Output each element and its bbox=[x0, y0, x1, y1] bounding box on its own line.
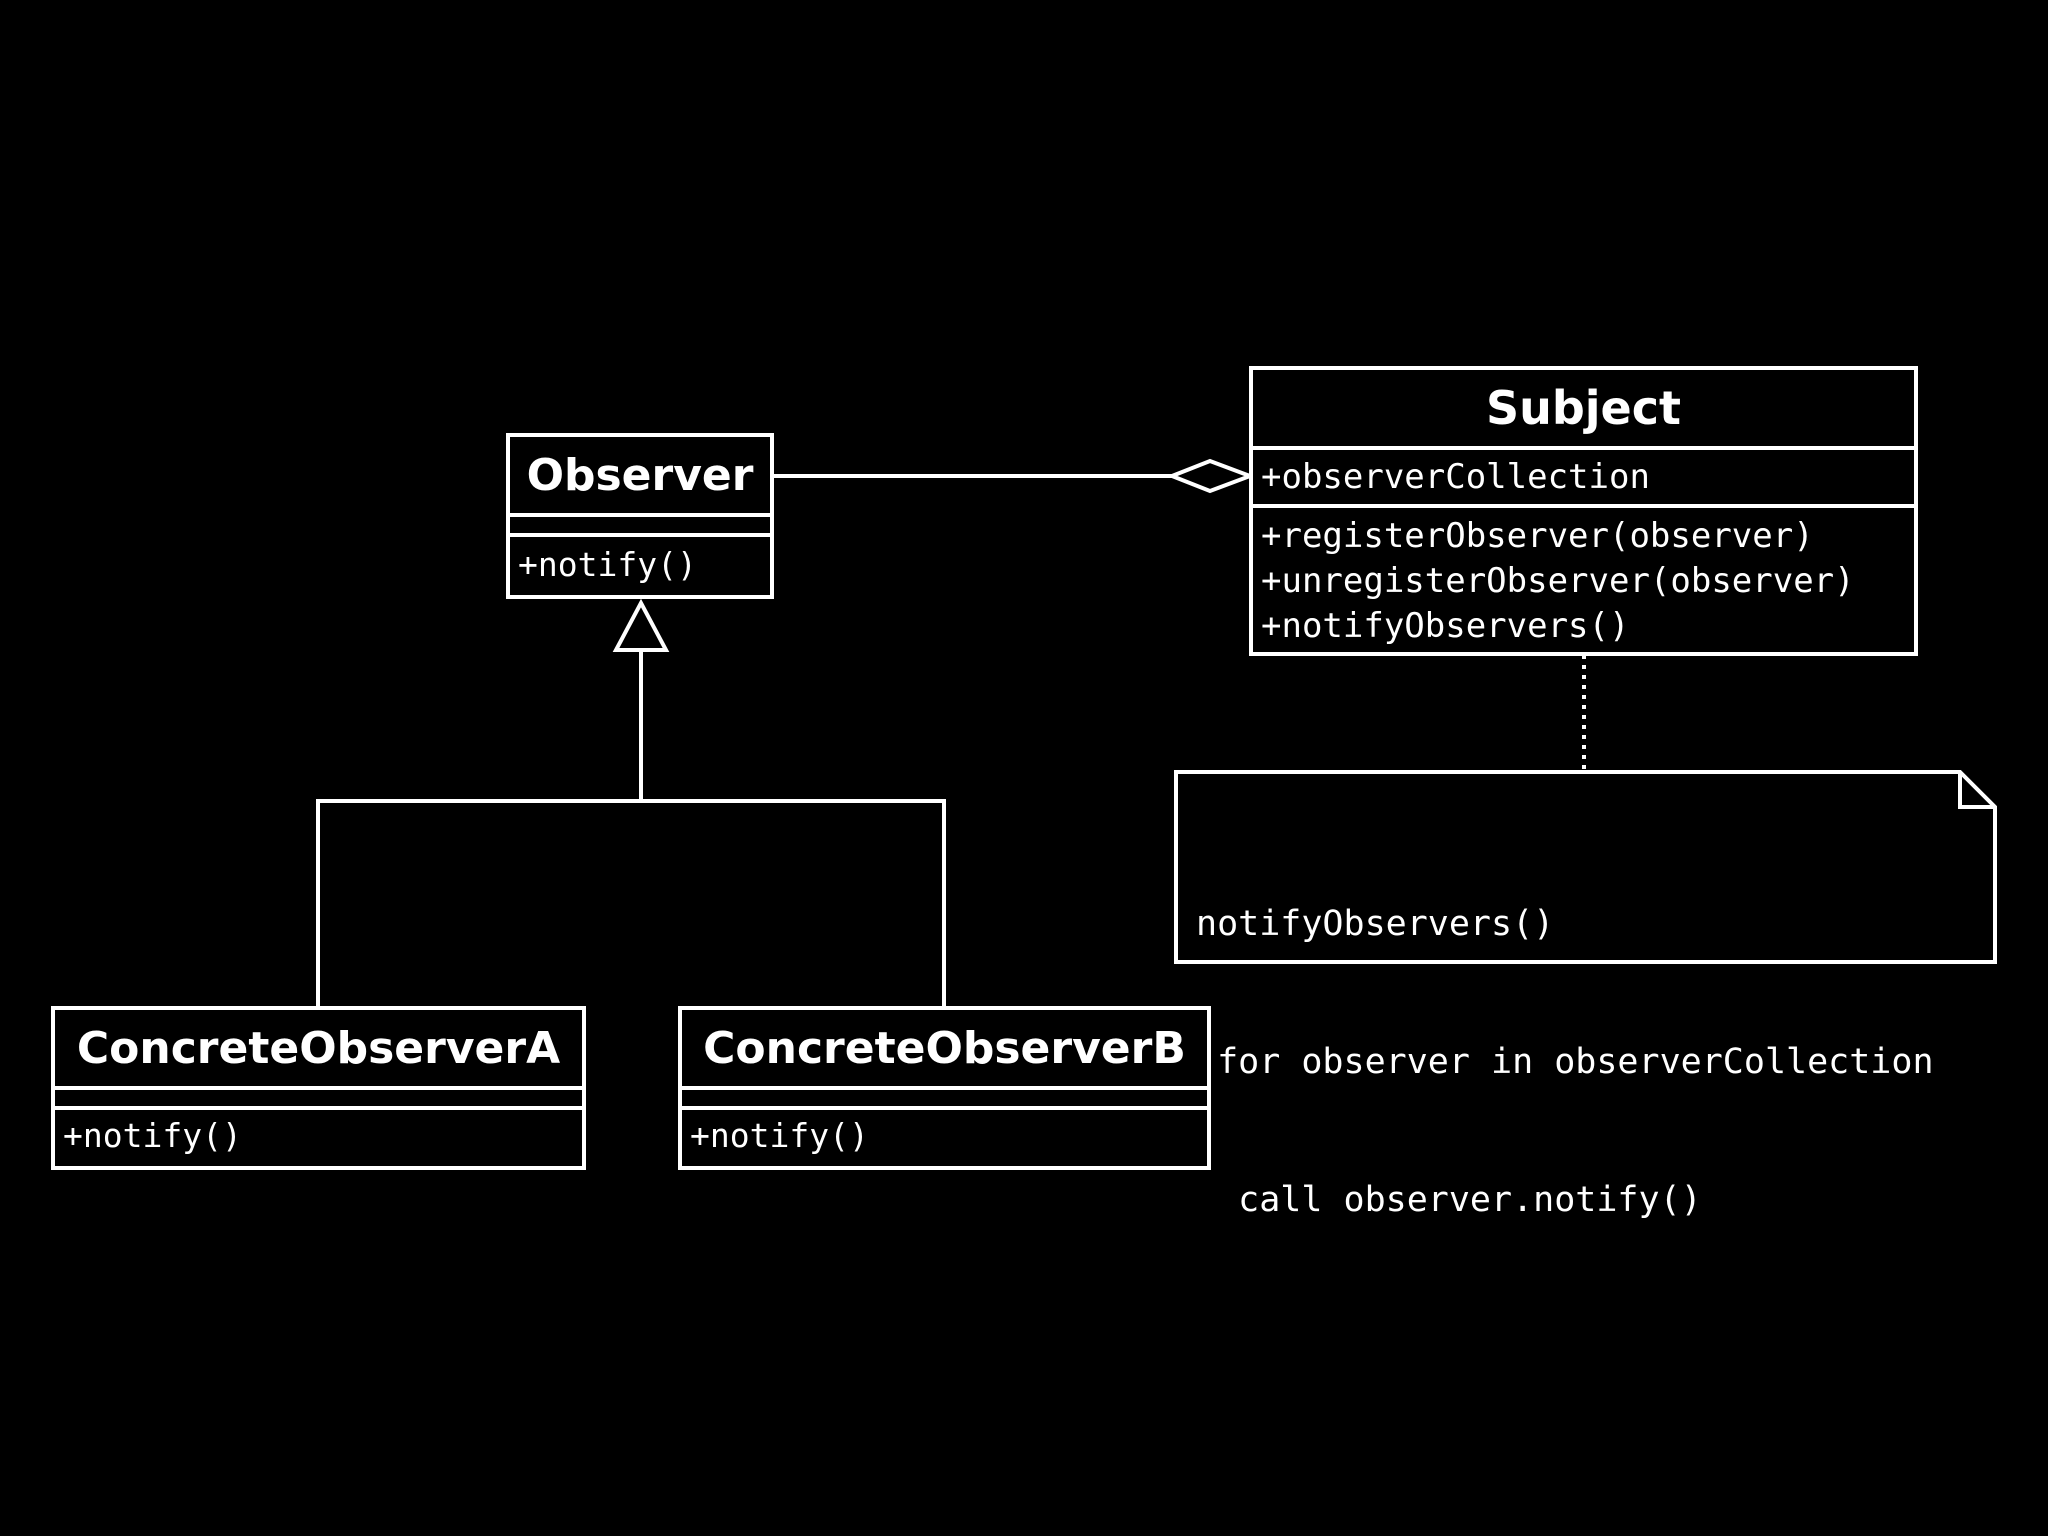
observer-class: Observer +notify() bbox=[506, 433, 774, 599]
concrete-observer-a-name-section: ConcreteObserverA bbox=[55, 1010, 582, 1090]
observer-operation: +notify() bbox=[518, 545, 697, 584]
note-fold bbox=[1958, 772, 1995, 809]
subject-attribute: +observerCollection bbox=[1261, 457, 1650, 497]
generalization-arrowhead bbox=[612, 598, 670, 652]
concrete-observer-b-class: ConcreteObserverB +notify() bbox=[678, 1006, 1211, 1170]
concrete-observer-a-class-name: ConcreteObserverA bbox=[76, 1022, 561, 1074]
note-line-1: notifyObservers() bbox=[1196, 904, 1555, 944]
concrete-observer-b-attributes-section bbox=[682, 1090, 1207, 1110]
aggregation-diamond bbox=[1166, 458, 1256, 494]
concrete-observer-a-attributes-section bbox=[55, 1090, 582, 1110]
subject-class-name: Subject bbox=[1485, 381, 1682, 435]
observer-class-name: Observer bbox=[526, 449, 754, 501]
subject-operation-notify: +notifyObservers() bbox=[1261, 606, 1630, 646]
concrete-observer-a-class: ConcreteObserverA +notify() bbox=[51, 1006, 586, 1170]
subject-attributes-section: +observerCollection bbox=[1253, 450, 1914, 508]
concrete-observer-a-operation: +notify() bbox=[63, 1116, 242, 1155]
concrete-observer-b-class-name: ConcreteObserverB bbox=[703, 1022, 1186, 1074]
concrete-observer-b-operation: +notify() bbox=[690, 1116, 869, 1155]
concrete-observer-a-operations-section: +notify() bbox=[55, 1110, 582, 1156]
concrete-observer-b-name-section: ConcreteObserverB bbox=[682, 1010, 1207, 1090]
concrete-observer-b-operations-section: +notify() bbox=[682, 1110, 1207, 1156]
subject-class: Subject +observerCollection +registerObs… bbox=[1249, 366, 1918, 656]
subject-operation-unregister: +unregisterObserver(observer) bbox=[1261, 561, 1855, 601]
subject-operation-register: +registerObserver(observer) bbox=[1261, 516, 1814, 556]
observer-name-section: Observer bbox=[510, 437, 770, 517]
subject-name-section: Subject bbox=[1253, 370, 1914, 450]
observer-operations-section: +notify() bbox=[510, 537, 770, 585]
observer-attributes-section bbox=[510, 517, 770, 537]
note-text: notifyObservers() for observer in observ… bbox=[1196, 809, 1934, 1315]
note-line-2: for observer in observerCollection bbox=[1196, 1042, 1934, 1082]
note-shape bbox=[1174, 770, 1997, 964]
subject-operations-section: +registerObserver(observer) +unregisterO… bbox=[1253, 508, 1914, 649]
note-line-3: call observer.notify() bbox=[1196, 1180, 1702, 1220]
